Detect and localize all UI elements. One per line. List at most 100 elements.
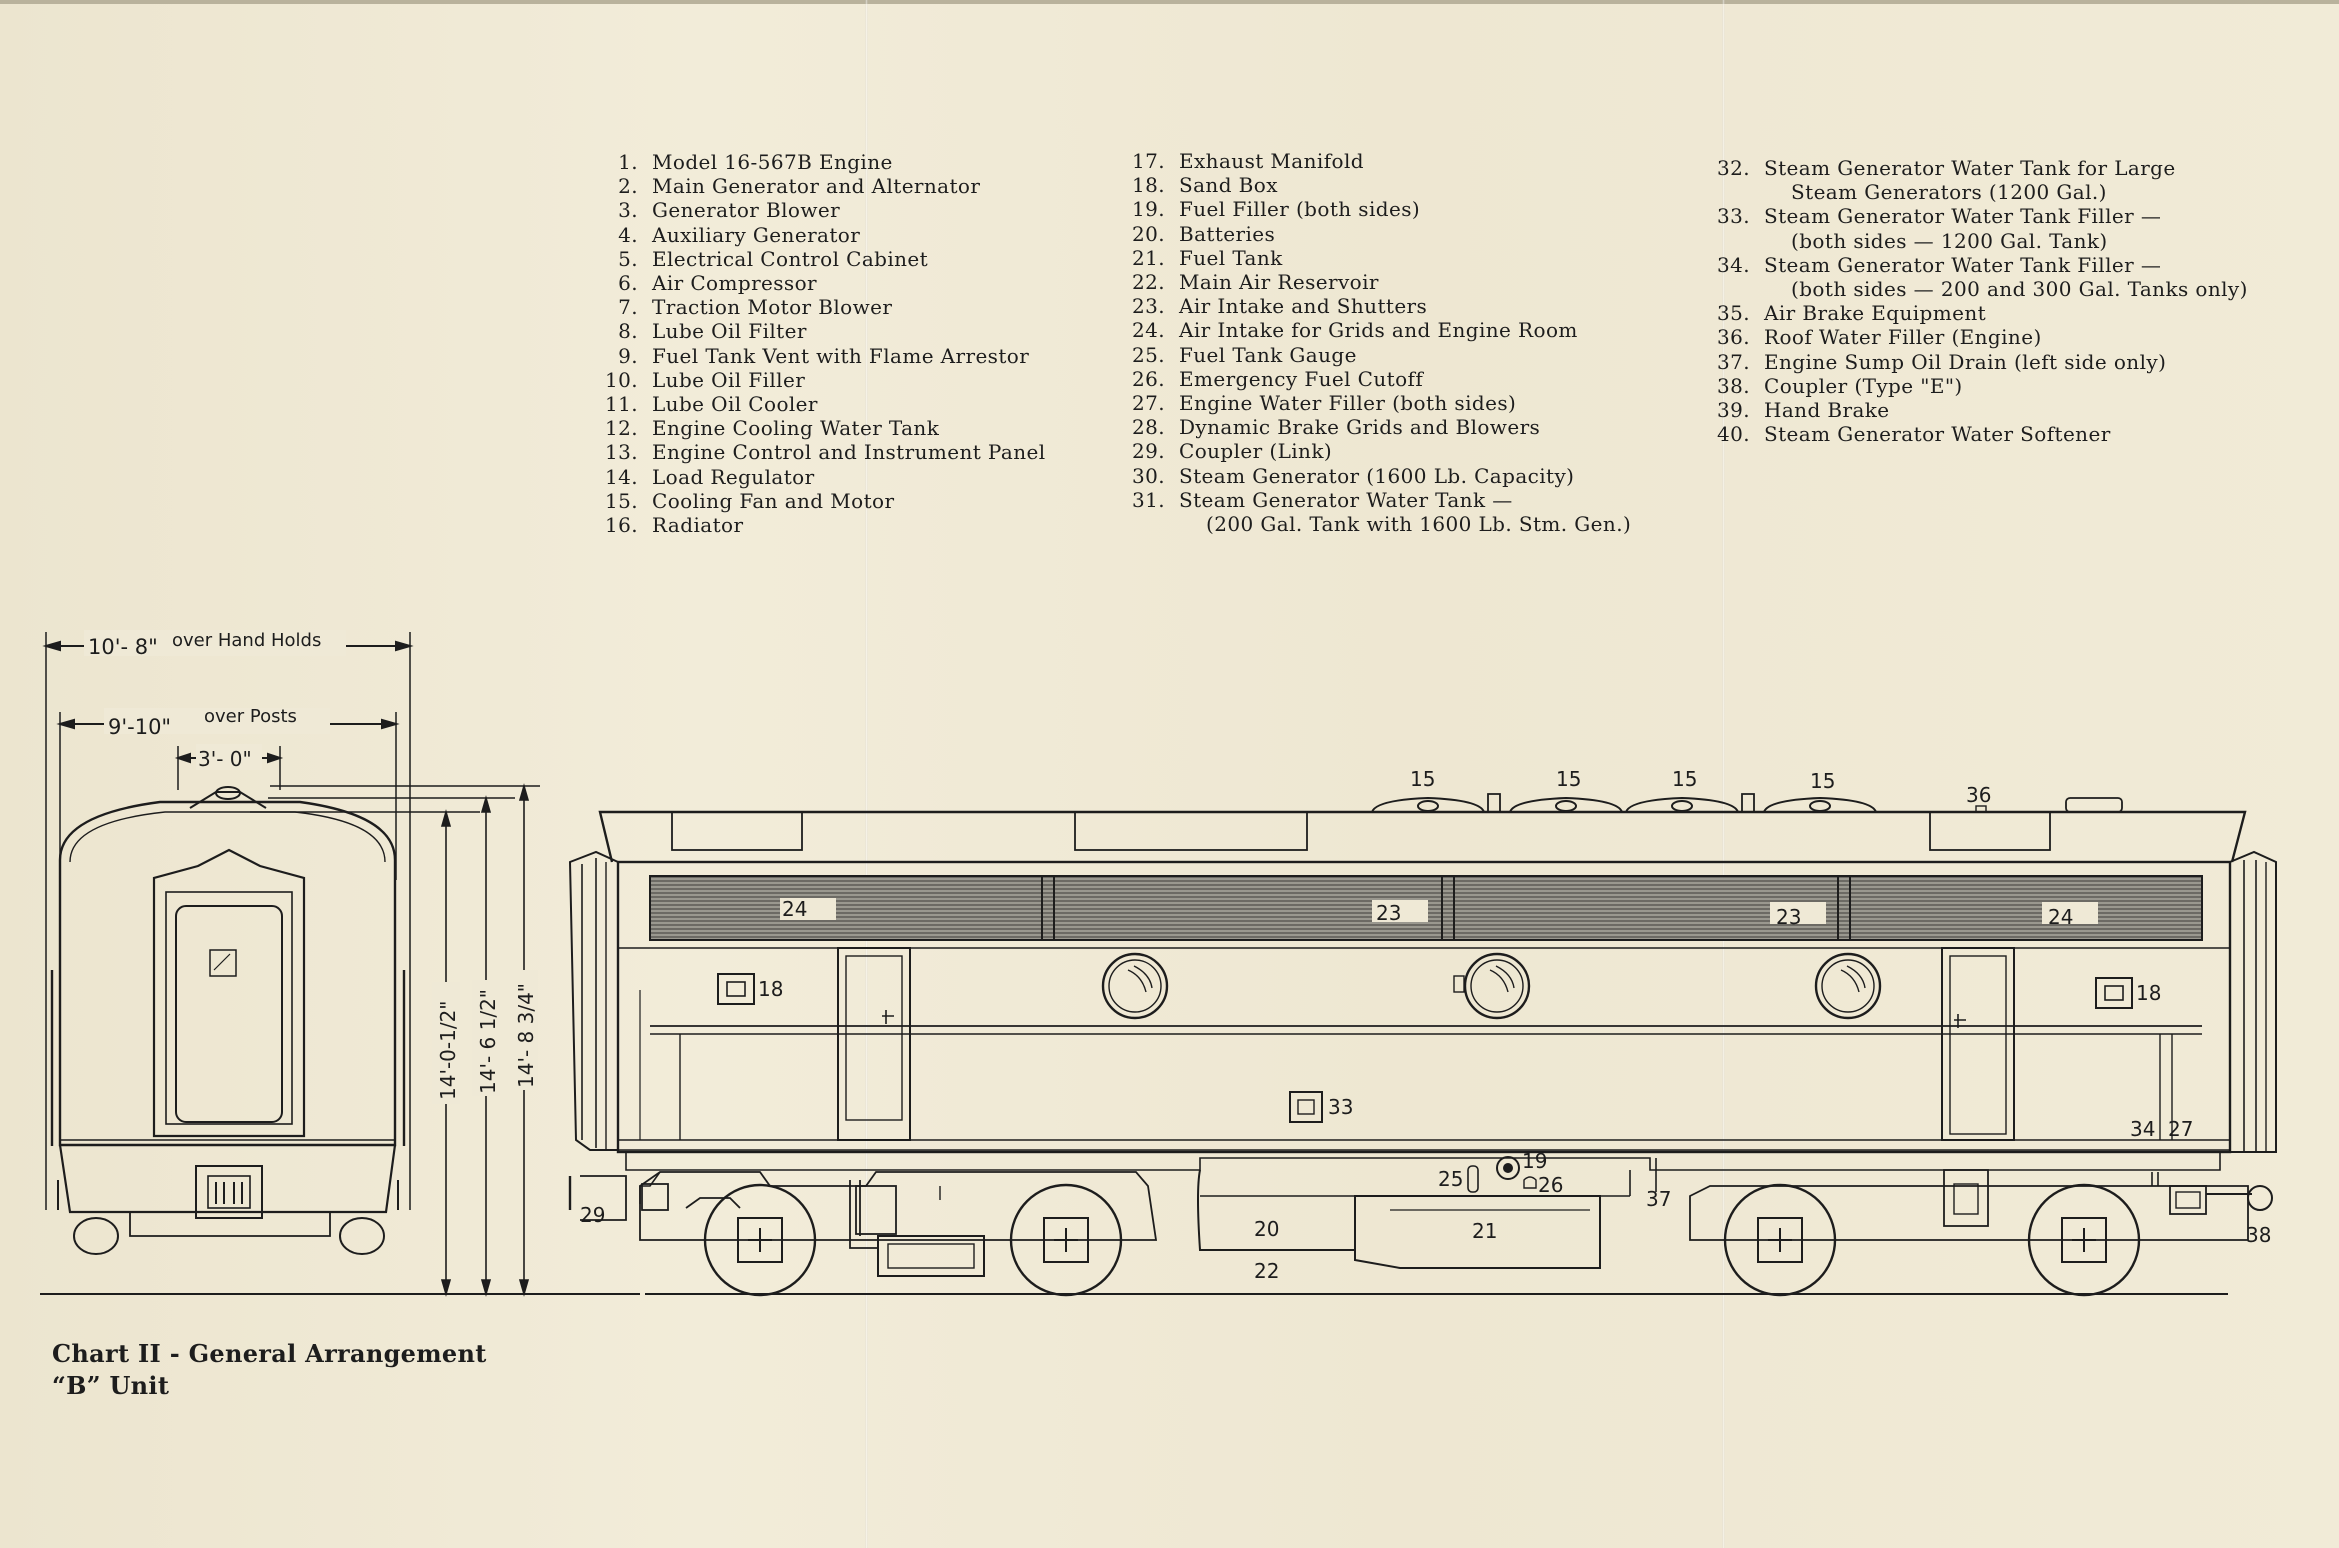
dim-door-width bbox=[174, 744, 284, 790]
legend-item-text: Fuel Tank Gauge bbox=[1179, 342, 1357, 367]
callout-36: 36 bbox=[1966, 783, 1991, 807]
callout-19: 19 bbox=[1522, 1149, 1547, 1173]
legend-item: 24.Air Intake for Grids and Engine Room bbox=[1110, 318, 1631, 342]
legend-item-text: Steam Generators (1200 Gal.) bbox=[1764, 180, 2107, 205]
legend-item-number: 25. bbox=[1131, 342, 1165, 367]
legend-item-number: 15. bbox=[604, 488, 638, 513]
legend-item-number: 19. bbox=[1131, 197, 1165, 222]
legend-item: 12.Engine Cooling Water Tank bbox=[583, 416, 1046, 440]
rear-truck bbox=[1689, 1169, 2273, 1297]
legend-item: 1. Model 16-567B Engine bbox=[583, 150, 1046, 174]
legend-item-number: 13. bbox=[604, 440, 638, 465]
legend-item-number: 11. bbox=[604, 392, 638, 417]
callout-34: 34 bbox=[2130, 1117, 2155, 1141]
legend-item: (both sides — 200 and 300 Gal. Tanks onl… bbox=[1695, 277, 2248, 301]
legend-item-text: Engine Sump Oil Drain (left side only) bbox=[1764, 349, 2167, 374]
legend-item-number: 40. bbox=[1716, 422, 1750, 447]
legend-item: 6.Air Compressor bbox=[583, 271, 1046, 295]
legend-item-number: 7. bbox=[618, 295, 638, 320]
legend-item-text: Lube Oil Filler bbox=[652, 367, 806, 392]
roof bbox=[598, 793, 2247, 863]
legend-item: 22.Main Air Reservoir bbox=[1110, 270, 1631, 294]
legend-column-1: 1. Model 16-567B Engine 2. Main Generator a… bbox=[583, 150, 1046, 537]
legend-item-number: 1. bbox=[618, 150, 638, 174]
legend-item: 19.Fuel Filler (both sides) bbox=[1110, 197, 1631, 221]
legend-item: 34.Steam Generator Water Tank Filler — bbox=[1695, 253, 2248, 277]
legend-item-number: 31. bbox=[1131, 487, 1165, 512]
legend-item-number: 9. bbox=[618, 343, 638, 368]
fuel-tank-area bbox=[1197, 1156, 1631, 1269]
legend-item-number: 39. bbox=[1716, 398, 1750, 423]
callout-15-d: 15 bbox=[1810, 769, 1835, 793]
legend-item-number: 8. bbox=[618, 319, 638, 344]
legend-item-text: Load Regulator bbox=[652, 464, 815, 489]
legend-item-text: Traction Motor Blower bbox=[652, 295, 893, 320]
legend-item-text: Generator Blower bbox=[652, 198, 841, 223]
callout-24-right: 24 bbox=[2048, 905, 2073, 929]
fold-crease-2 bbox=[1722, 0, 1725, 1548]
legend-item: 9.Fuel Tank Vent with Flame Arrestor bbox=[583, 344, 1046, 368]
legend-item: 37.Engine Sump Oil Drain (left side only… bbox=[1695, 350, 2248, 374]
legend-item: (both sides — 1200 Gal. Tank) bbox=[1695, 229, 2248, 253]
dim-over-posts bbox=[56, 708, 400, 880]
dim-height-2: 14'- 6 1/2" bbox=[476, 989, 500, 1094]
legend-item-number: 4. bbox=[618, 222, 638, 247]
legend-item-number: 17. bbox=[1131, 149, 1165, 173]
legend-item-number: 2. bbox=[618, 174, 638, 199]
callout-15-a: 15 bbox=[1410, 767, 1435, 791]
legend-item-text: Exhaust Manifold bbox=[1179, 149, 1364, 173]
legend-item-text: Auxiliary Generator bbox=[652, 222, 861, 247]
legend-item-number: 20. bbox=[1131, 221, 1165, 246]
legend-item-number: 30. bbox=[1131, 463, 1165, 488]
dim-hand-holds-value: 10'- 8" bbox=[88, 635, 158, 659]
legend-item-text: Lube Oil Cooler bbox=[652, 392, 818, 417]
callout-23-right: 23 bbox=[1776, 905, 1801, 929]
callout-24-left: 24 bbox=[782, 897, 807, 921]
legend-item-number: 36. bbox=[1716, 325, 1750, 350]
callout-38: 38 bbox=[2246, 1223, 2271, 1247]
callout-25: 25 bbox=[1438, 1167, 1463, 1191]
legend-item-text: (both sides — 1200 Gal. Tank) bbox=[1764, 228, 2108, 253]
legend-item-text: Batteries bbox=[1179, 221, 1276, 246]
legend-item-text: Coupler (Type "E") bbox=[1764, 373, 1963, 398]
callout-18-left: 18 bbox=[758, 977, 783, 1001]
legend-item: 23.Air Intake and Shutters bbox=[1110, 294, 1631, 318]
callout-23-left: 23 bbox=[1376, 901, 1401, 925]
legend-item: 8.Lube Oil Filter bbox=[583, 319, 1046, 343]
legend-item-text: Main Generator and Alternator bbox=[652, 174, 981, 199]
legend-item: 33.Steam Generator Water Tank Filler — bbox=[1695, 204, 2248, 228]
legend-item-text: Air Compressor bbox=[652, 271, 817, 296]
callout-27: 27 bbox=[2168, 1117, 2193, 1141]
legend-item: 35.Air Brake Equipment bbox=[1695, 301, 2248, 325]
legend-item-number: 18. bbox=[1131, 173, 1165, 198]
legend-item-number: 35. bbox=[1716, 301, 1750, 326]
legend-item-text: Coupler (Link) bbox=[1179, 439, 1333, 464]
legend-item-number: 22. bbox=[1131, 270, 1165, 295]
legend-item: 28. Dynamic Brake Grids and Blowers bbox=[1110, 415, 1631, 439]
callout-18-right: 18 bbox=[2136, 981, 2161, 1005]
callout-33: 33 bbox=[1328, 1095, 1353, 1119]
legend-item-text: Steam Generator Water Softener bbox=[1764, 422, 2111, 447]
callout-22: 22 bbox=[1254, 1259, 1279, 1283]
legend-item-text: Sand Box bbox=[1179, 173, 1278, 198]
legend-item: 7. Traction Motor Blower bbox=[583, 295, 1046, 319]
legend-item: 5.Electrical Control Cabinet bbox=[583, 247, 1046, 271]
legend-item-text: Cooling Fan and Motor bbox=[652, 488, 895, 513]
legend-item-number: 28. bbox=[1131, 415, 1165, 440]
legend-column-3: 32.Steam Generator Water Tank for Large … bbox=[1695, 156, 2248, 446]
legend-item: 15. Cooling Fan and Motor bbox=[583, 489, 1046, 513]
end-view-body bbox=[40, 786, 640, 1295]
dim-hand-holds-label: over Hand Holds bbox=[172, 630, 321, 651]
dim-door-value: 3'- 0" bbox=[198, 747, 252, 771]
legend-item-text: Steam Generator Water Tank for Large bbox=[1764, 156, 2176, 180]
callout-29: 29 bbox=[580, 1203, 605, 1227]
legend-item-text: Model 16-567B Engine bbox=[652, 150, 893, 174]
legend-item: 30.Steam Generator (1600 Lb. Capacity) bbox=[1110, 464, 1631, 488]
callout-21: 21 bbox=[1472, 1219, 1497, 1243]
legend-item-text: Dynamic Brake Grids and Blowers bbox=[1179, 415, 1541, 440]
callout-15-b: 15 bbox=[1556, 767, 1581, 791]
legend-item-text: (200 Gal. Tank with 1600 Lb. Stm. Gen.) bbox=[1179, 512, 1632, 537]
legend-item-text: Fuel Tank bbox=[1179, 245, 1283, 270]
